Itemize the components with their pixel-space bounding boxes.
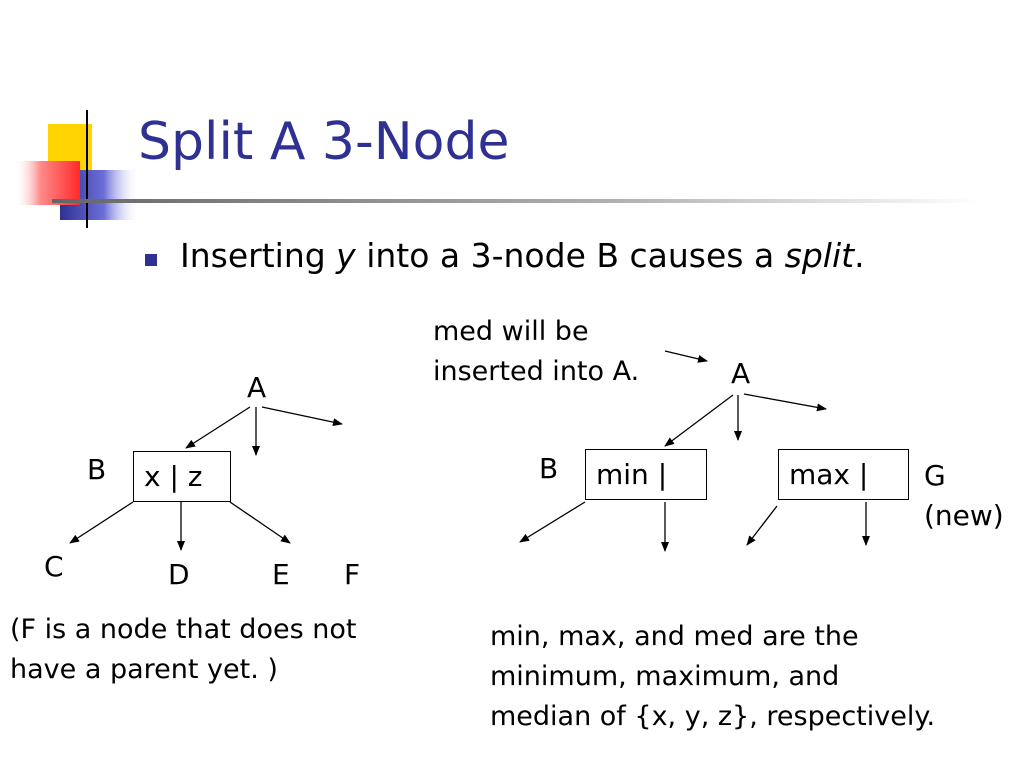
child-c-label: C [44, 550, 64, 583]
callout-line-2: inserted into A. [433, 356, 640, 387]
arrow-a2-right [743, 393, 827, 412]
bullet-text: Inserting y into a 3-node B causes a spl… [180, 236, 865, 275]
arrow-min-left [519, 501, 586, 543]
slide-title: Split A 3-Node [138, 112, 510, 172]
deco-red-square [14, 161, 80, 205]
arrow-a-right [261, 406, 343, 427]
left-3-node: x | z [133, 451, 231, 502]
title-underline [52, 199, 982, 203]
bullet-middle: into a 3-node B causes a [355, 236, 785, 275]
left-parent-label: A [247, 371, 267, 404]
bullet-prefix: Inserting [180, 236, 337, 275]
new-node-label-g: G [924, 459, 946, 492]
right-parent-label: A [731, 357, 751, 390]
new-node-label-new: (new) [924, 499, 1004, 532]
right-note-line-3: median of {x, y, z}, respectively. [490, 701, 936, 732]
new-node-label: G (new) [924, 456, 1004, 536]
right-note: min, max, and med are the minimum, maxim… [490, 617, 935, 737]
child-e-label: E [272, 558, 290, 591]
left-note-line-1: (F is a node that does not [10, 614, 357, 645]
bullet-var-y: y [336, 236, 356, 275]
arrow-b-to-c [69, 501, 134, 544]
right-note-line-2: minimum, maximum, and [490, 661, 840, 692]
child-f-label: F [344, 558, 361, 591]
arrow-a-to-b [185, 406, 251, 449]
arrow-max-left [746, 505, 778, 546]
left-note-line-2: have a parent yet. ) [10, 654, 278, 685]
bullet-marker [145, 254, 157, 266]
bullet-emph: split [784, 236, 855, 275]
max-node: max | [778, 449, 909, 500]
right-note-line-1: min, max, and med are the [490, 621, 859, 652]
left-note: (F is a node that does not have a parent… [10, 610, 356, 690]
right-left-node-label: B [539, 452, 559, 485]
callout-text: med will be inserted into A. [433, 312, 639, 392]
bullet-suffix: . [854, 236, 865, 275]
arrow-b-to-e [229, 501, 291, 544]
left-node-label: B [87, 453, 107, 486]
arrow-a2-to-min [664, 394, 734, 447]
callout-line-1: med will be [433, 316, 589, 347]
arrow-callout [664, 350, 708, 363]
child-d-label: D [168, 558, 190, 591]
min-node: min | [585, 449, 707, 500]
